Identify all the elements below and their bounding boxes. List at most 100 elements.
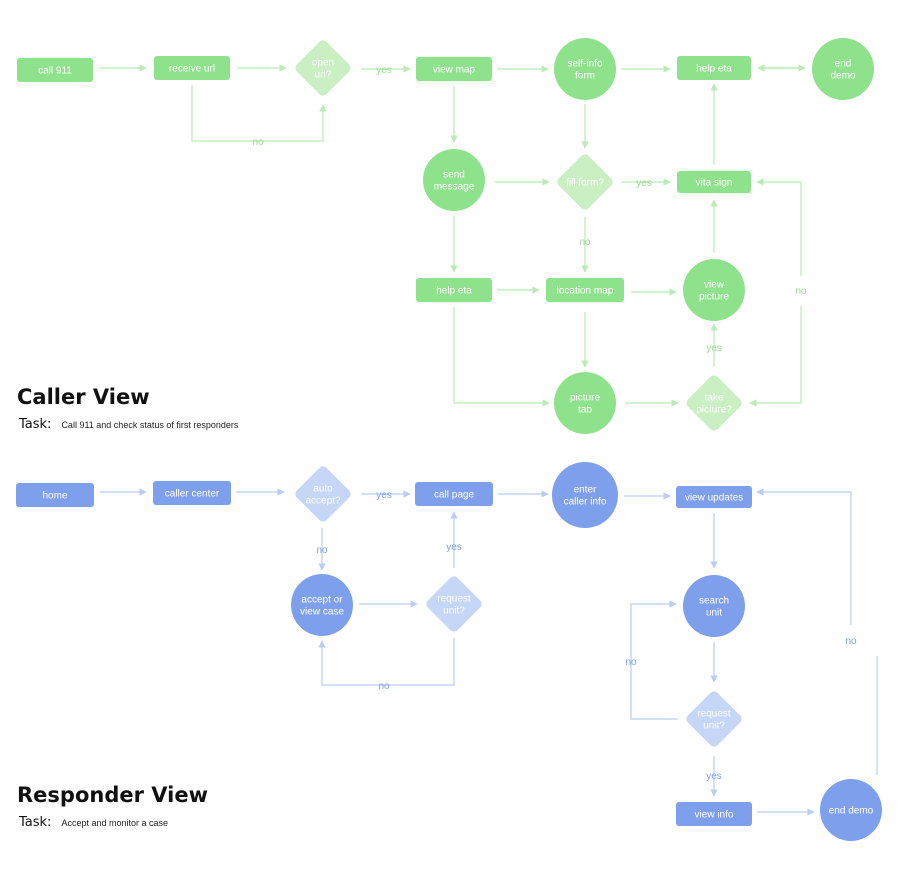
- rect-shape: [16, 483, 94, 507]
- node-c-helpeta-mid: help eta: [416, 278, 492, 302]
- node-label: view case: [300, 607, 344, 618]
- node-label: picture?: [696, 405, 732, 416]
- circle-shape: [423, 149, 485, 211]
- edge-label-no: no: [579, 237, 591, 248]
- node-label: caller info: [564, 497, 607, 508]
- circle-shape: [554, 372, 616, 434]
- responder-task-text: Accept and monitor a case: [61, 818, 168, 828]
- connector: [453, 307, 550, 407]
- node-label: search: [699, 596, 729, 607]
- node-c-helpeta-top: help eta: [677, 56, 751, 80]
- node-label: view updates: [685, 493, 743, 504]
- node-label: help eta: [436, 286, 472, 297]
- node-label: auto: [313, 484, 333, 495]
- diamond-shape: [686, 691, 742, 747]
- node-label: picture: [699, 292, 729, 303]
- node-label: request: [437, 594, 471, 605]
- node-label: take: [705, 393, 724, 404]
- node-r-center: caller center: [153, 481, 231, 505]
- node-label: end: [835, 59, 852, 70]
- caller-task: Task: Call 911 and check status of first…: [19, 417, 238, 432]
- node-label: fill form?: [566, 178, 604, 189]
- node-label: picture: [570, 393, 600, 404]
- node-c-vita: vita sign: [677, 171, 751, 193]
- connector: [749, 306, 802, 407]
- edge-label-yes: yes: [376, 490, 392, 501]
- circle-shape: [812, 38, 874, 100]
- diamond-shape: [295, 466, 351, 522]
- caller-task-label: Task:: [19, 417, 52, 432]
- node-label: unit?: [703, 721, 725, 732]
- edge-label-yes: yes: [636, 178, 652, 189]
- edge-label-no: no: [378, 681, 390, 692]
- rect-shape: [153, 481, 231, 505]
- diamond-shape: [295, 40, 351, 96]
- connector: [191, 85, 327, 142]
- node-label: call page: [434, 490, 474, 501]
- node-label: receive url: [169, 64, 215, 75]
- circle-shape: [552, 462, 618, 528]
- node-label: send: [443, 170, 465, 181]
- node-label: demo: [830, 71, 855, 82]
- node-label: view: [704, 280, 725, 291]
- node-label: help eta: [696, 64, 732, 75]
- node-label: vita sign: [696, 178, 733, 189]
- diamond-shape: [557, 154, 613, 210]
- connector: [318, 638, 455, 686]
- node-label: url?: [315, 70, 332, 81]
- rect-shape: [154, 56, 230, 80]
- node-label: view info: [695, 810, 734, 821]
- caller-view-title: Caller View: [17, 385, 150, 409]
- node-label: unit?: [443, 606, 465, 617]
- diamond-shape: [686, 375, 742, 431]
- responder-view-title: Responder View: [17, 783, 208, 807]
- node-label: unit: [706, 608, 722, 619]
- node-label: call 911: [38, 66, 72, 77]
- edge-label-yes: yes: [706, 343, 722, 354]
- edge-label-no: no: [252, 137, 264, 148]
- node-label: tab: [578, 405, 592, 416]
- rect-shape: [676, 802, 752, 826]
- node-label: enter: [574, 485, 597, 496]
- connector: [756, 178, 802, 276]
- edge-label-yes: yes: [706, 771, 722, 782]
- node-c-fill: fill form?: [557, 154, 613, 210]
- node-label: caller center: [165, 489, 220, 500]
- node-label: form: [575, 71, 595, 82]
- rect-shape: [677, 56, 751, 80]
- edge-label-no: no: [316, 545, 328, 556]
- edge-label-no: no: [625, 657, 637, 668]
- rect-shape: [415, 482, 493, 506]
- edge-label-no: no: [845, 636, 857, 647]
- node-label: self-info: [567, 59, 602, 70]
- diamond-shape: [426, 576, 482, 632]
- rect-shape: [416, 57, 492, 81]
- circle-shape: [683, 259, 745, 321]
- circle-shape: [291, 574, 353, 636]
- circle-shape: [554, 38, 616, 100]
- node-r-home: home: [16, 483, 94, 507]
- node-c-receive: receive url: [154, 56, 230, 80]
- responder-task-label: Task:: [19, 815, 52, 830]
- node-label: view map: [433, 65, 476, 76]
- caller-task-text: Call 911 and check status of first respo…: [61, 420, 239, 430]
- rect-shape: [546, 278, 624, 302]
- rect-shape: [676, 486, 752, 508]
- connector: [630, 600, 678, 720]
- node-label: message: [434, 182, 475, 193]
- edge-label-yes: yes: [446, 542, 462, 553]
- node-c-call911: call 911: [17, 58, 93, 82]
- node-r-viewinfo: view info: [676, 802, 752, 826]
- node-r-callpage: call page: [415, 482, 493, 506]
